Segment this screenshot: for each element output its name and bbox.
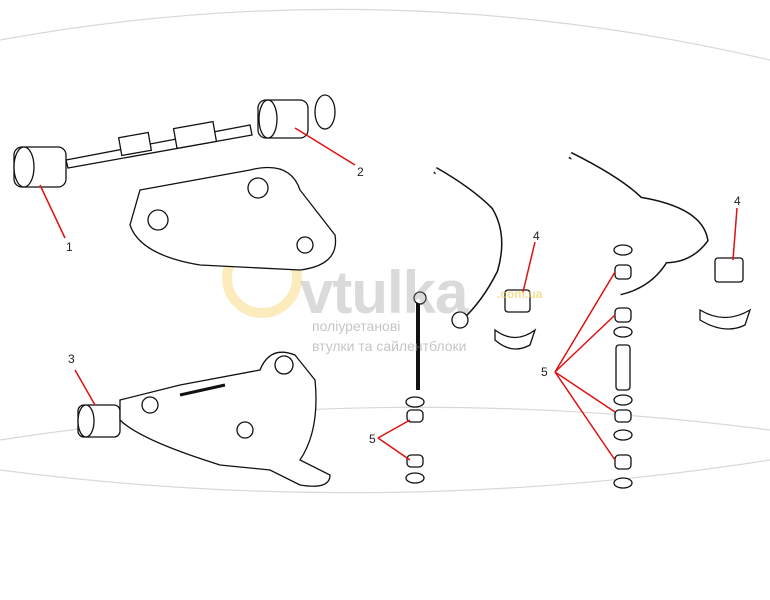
watermark-domain: .com.ua: [497, 287, 543, 301]
callout-4-right: 4: [734, 194, 741, 208]
link-bushings-right: [613, 244, 633, 489]
link-bushings-left: [405, 396, 425, 484]
callout-2: 2: [357, 165, 364, 179]
lower-control-arm: [119, 351, 331, 487]
watermark-line2: втулки та сайлентблоки: [312, 338, 467, 354]
callout-1: 1: [66, 240, 73, 254]
leader-lines: [39, 127, 738, 461]
sway-bar-bushing-right: [714, 257, 744, 283]
pivot-shaft: [65, 124, 253, 169]
callout-4-left: 4: [533, 229, 540, 243]
callout-3: 3: [68, 352, 75, 366]
watermark-line1: поліуретанові: [312, 318, 401, 334]
upper-control-arm: [129, 166, 337, 271]
parts: [13, 94, 752, 489]
callout-5-left: 5: [369, 432, 376, 446]
watermark-brand: vtulka: [300, 259, 468, 326]
callout-5-right: 5: [541, 365, 548, 379]
sway-bar-bushing-left: [504, 289, 531, 313]
